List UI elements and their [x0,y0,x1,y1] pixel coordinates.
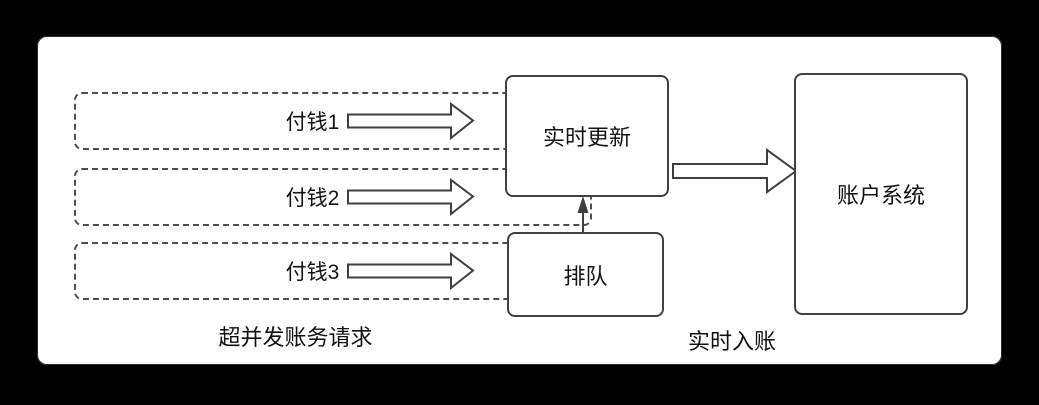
account-system-label: 账户系统 [836,183,925,208]
right-flow-arrow-icon [347,178,475,216]
request-row: 付钱1 [286,102,476,140]
diagram-panel: 付钱1 付钱2 付钱3 超并发 [37,36,1002,365]
request-box-3: 付钱3 [74,242,592,300]
right-flow-arrow-icon [347,102,475,140]
queue-to-update-arrow-icon [577,196,589,232]
request-label-1: 付钱1 [285,111,340,134]
queue-box-label: 排队 [563,263,608,289]
request-row: 付钱3 [286,252,476,290]
update-box-label: 实时更新 [542,125,631,150]
left-group-caption: 超并发账务请求 [218,325,373,350]
right-flow-arrow-icon [347,252,475,290]
right-group-caption: 实时入账 [687,329,776,354]
request-label-3: 付钱3 [285,261,340,284]
request-label-2: 付钱2 [285,187,340,210]
account-system-box: 账户系统 [794,73,968,315]
request-box-2: 付钱2 [74,168,592,226]
request-box-1: 付钱1 [74,92,592,150]
request-row: 付钱2 [286,178,476,216]
update-box: 实时更新 [505,75,669,197]
update-to-account-arrow-icon [672,148,798,194]
queue-box: 排队 [507,232,664,317]
